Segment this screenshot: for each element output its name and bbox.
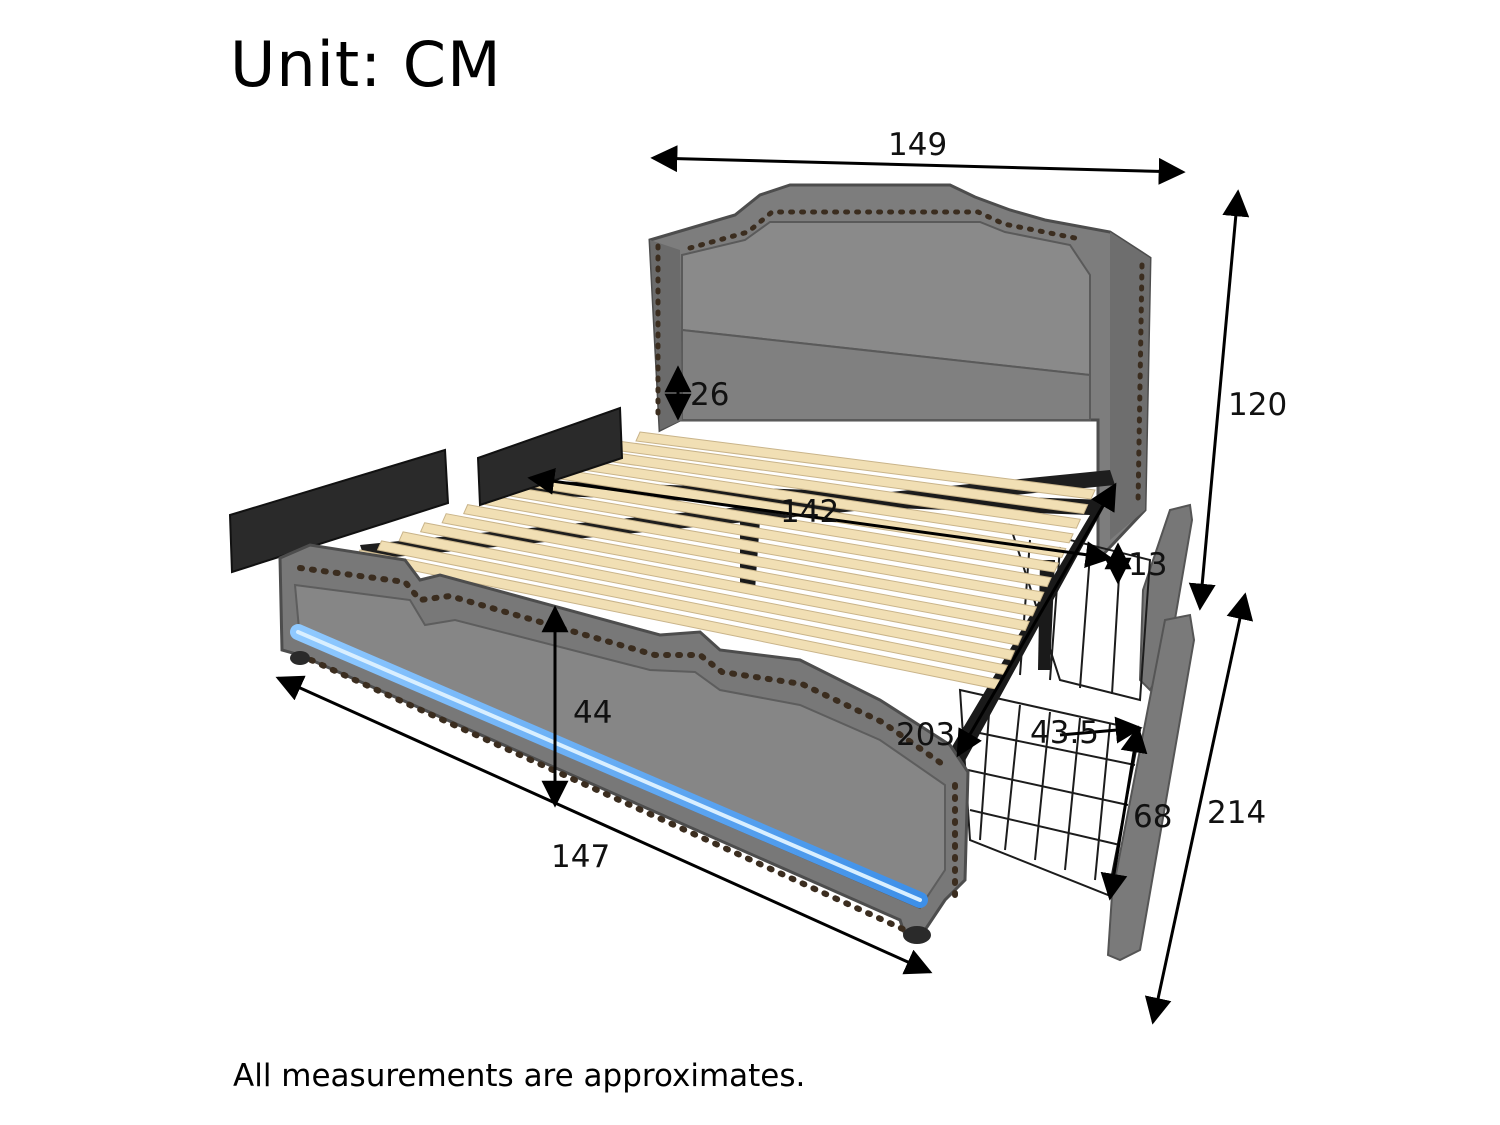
dim-drawer-length: 68 xyxy=(1133,799,1173,835)
dim-height-total: 120 xyxy=(1228,387,1288,423)
arrow-drawer-length xyxy=(1100,725,1148,901)
arrow-bed-length xyxy=(1144,592,1254,1025)
arrow-footboard-width xyxy=(275,675,933,975)
arrow-height-total xyxy=(1188,189,1250,611)
dimension-arrows xyxy=(275,145,1254,1025)
side-rail-panels xyxy=(228,406,624,574)
dim-drawer-height-small: 13 xyxy=(1128,547,1168,583)
arrow-width-top xyxy=(650,145,1186,185)
dim-headboard-gap: 26 xyxy=(690,377,730,413)
dim-drawer-width: 43.5 xyxy=(1030,715,1100,751)
dim-footboard-width: 147 xyxy=(551,839,611,875)
dim-footboard-height: 44 xyxy=(573,695,613,731)
dim-width-top: 149 xyxy=(888,127,948,163)
headboard xyxy=(648,183,1152,564)
dim-inner-length: 142 xyxy=(780,494,840,530)
footnote: All measurements are approximates. xyxy=(233,1058,806,1094)
arrow-drawer-depth xyxy=(956,482,1117,758)
dim-drawer-depth: 203 xyxy=(896,717,956,753)
dim-bed-length: 214 xyxy=(1207,795,1267,831)
unit-title: Unit: CM xyxy=(230,28,502,101)
